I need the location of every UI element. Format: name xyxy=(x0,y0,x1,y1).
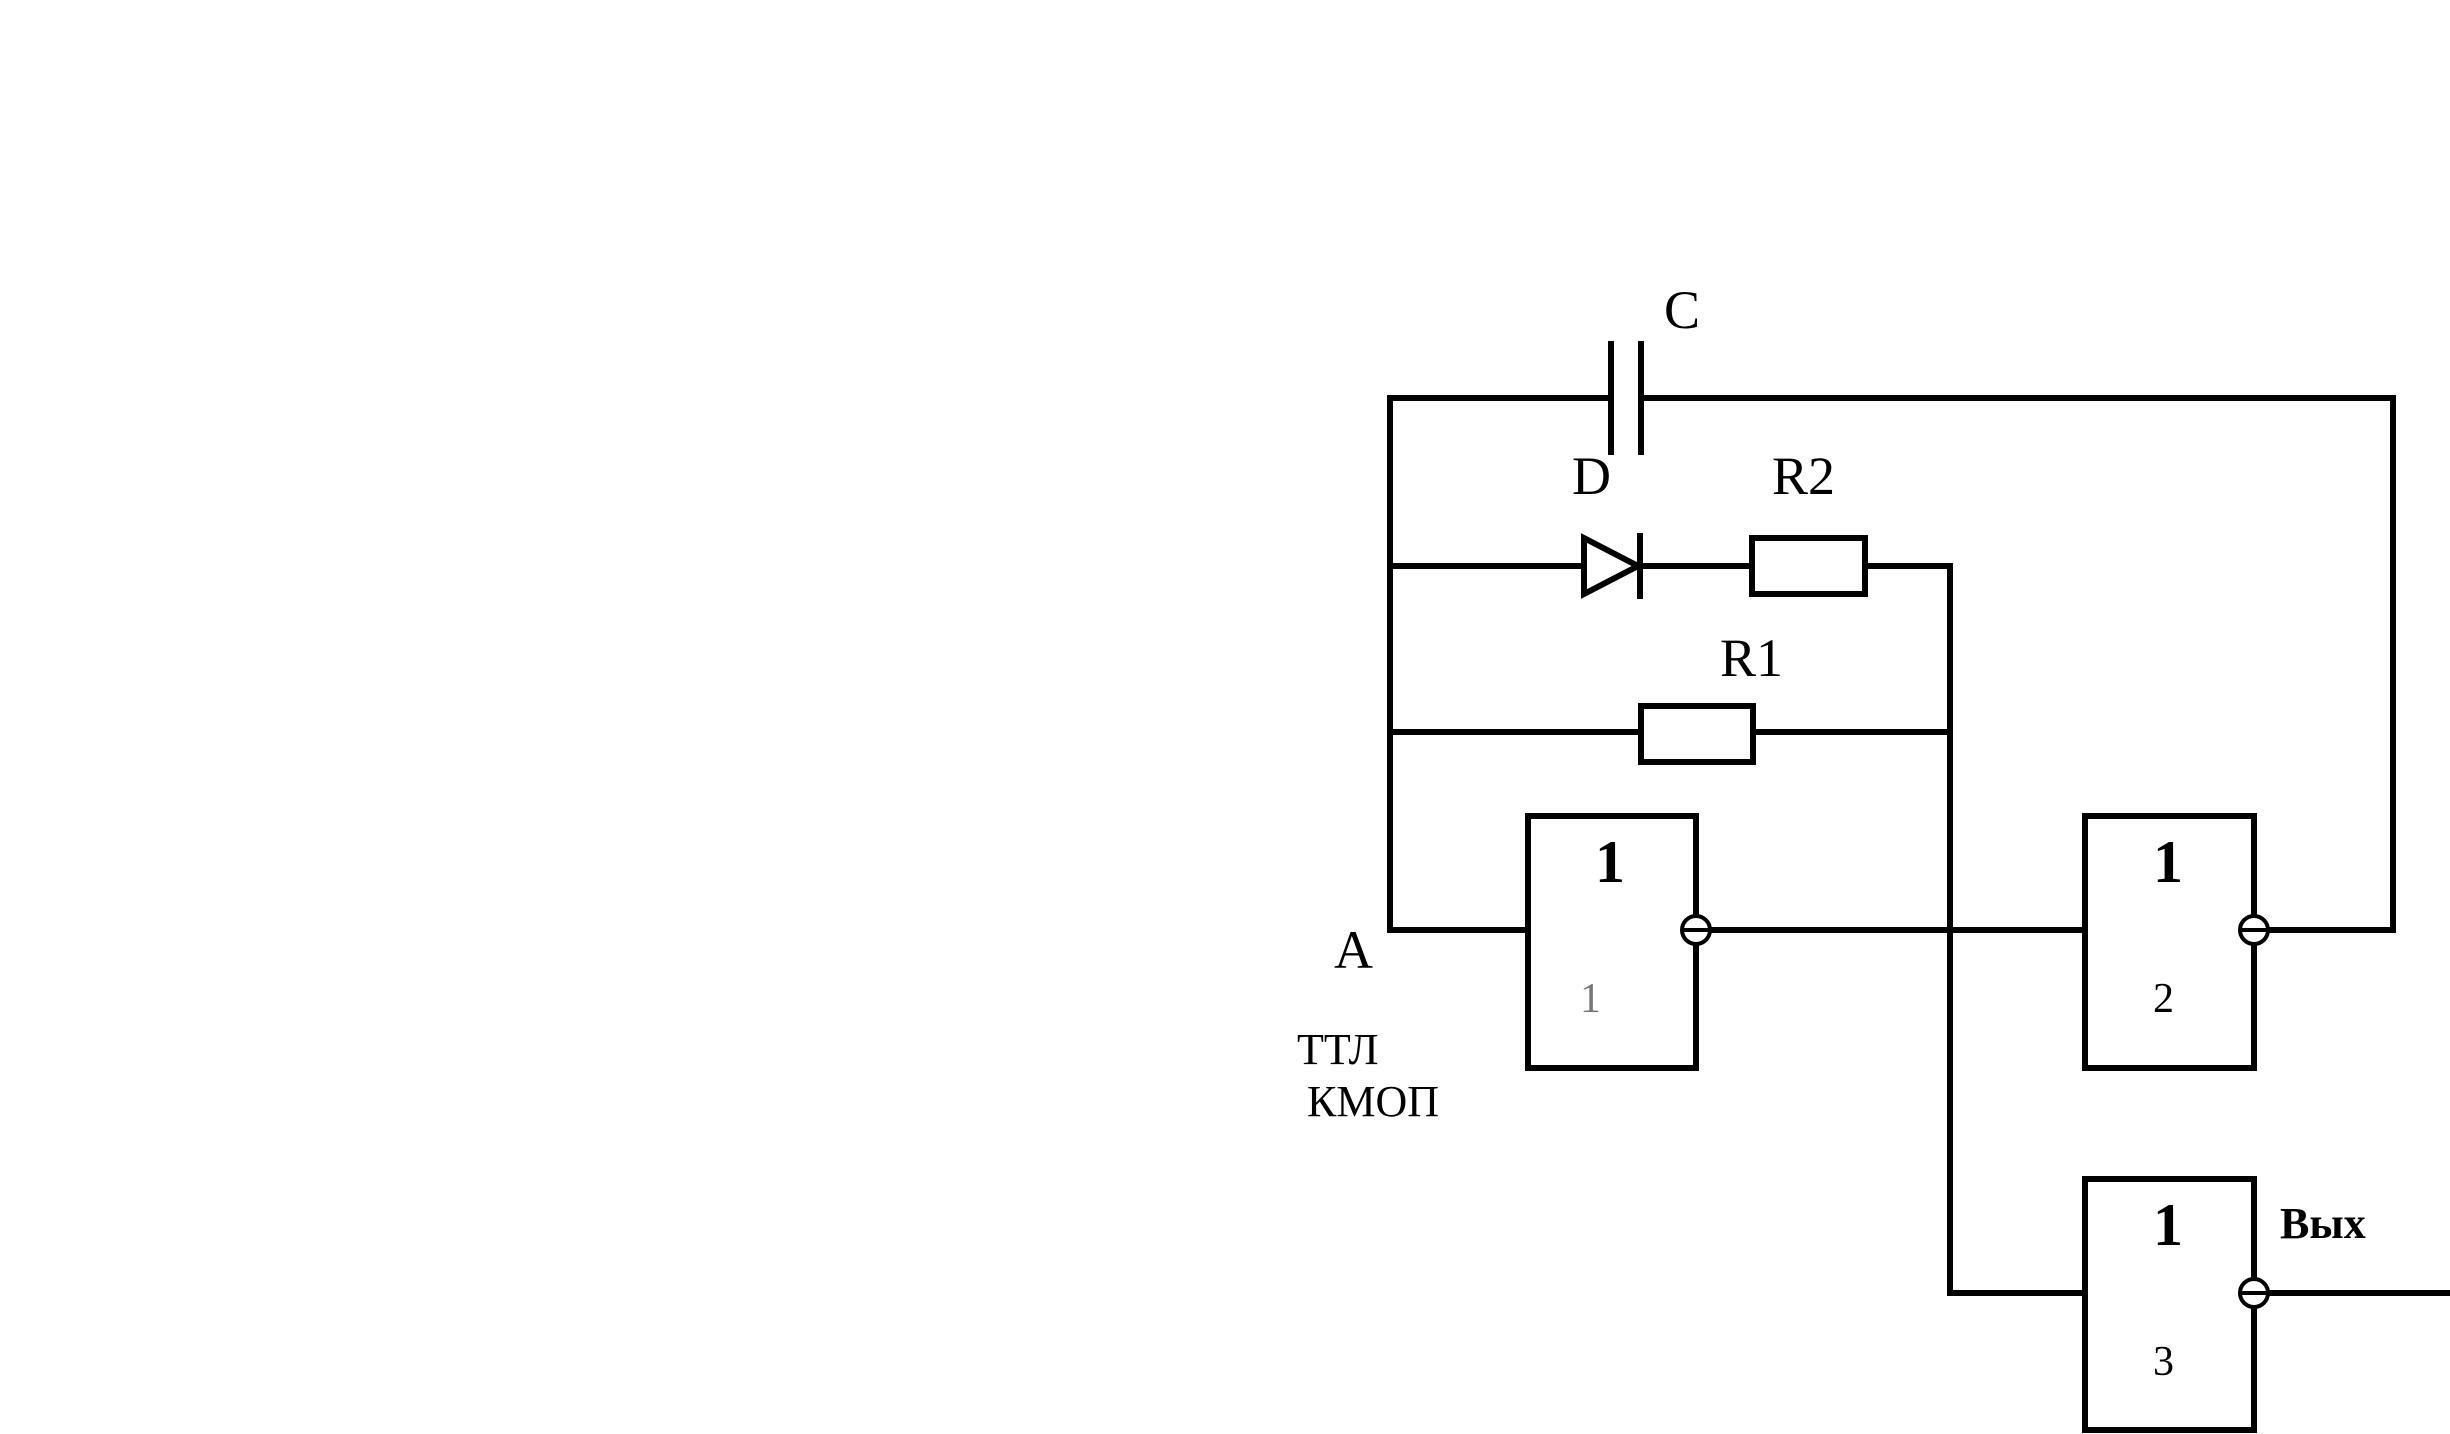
logic-family-ttl-label: ТТЛ xyxy=(1297,1025,1378,1074)
gate-1-number: 1 xyxy=(1580,976,1601,1022)
gate-2-body xyxy=(2082,813,2257,1071)
resistor-r2-body xyxy=(1749,535,1868,597)
gate-3-body xyxy=(2082,1176,2257,1433)
gate-3-number: 3 xyxy=(2153,1339,2174,1385)
node-a-label: A xyxy=(1334,920,1373,980)
diode-triangle xyxy=(1581,533,1645,599)
gate-2-symbol: 1 xyxy=(2153,829,2183,895)
gate-1-symbol: 1 xyxy=(1595,829,1625,895)
output-label: Вых xyxy=(2280,1199,2366,1248)
resistor-r1-label: R1 xyxy=(1720,628,1783,688)
capacitor-symbol xyxy=(1608,341,1644,455)
gate-1: 1 1 xyxy=(1525,813,1712,1071)
logic-family-cmos-label: КМОП xyxy=(1307,1077,1439,1126)
capacitor-label: C xyxy=(1664,280,1700,340)
gate-3: 1 3 xyxy=(2082,1176,2270,1433)
diode-symbol xyxy=(1581,533,1645,599)
gate-3-symbol: 1 xyxy=(2153,1192,2183,1258)
diode-label: D xyxy=(1572,446,1611,506)
wires xyxy=(1387,395,2450,1296)
resistor-r1-body xyxy=(1638,703,1756,765)
gate-2-number: 2 xyxy=(2153,976,2174,1022)
gate-2: 1 2 xyxy=(2082,813,2270,1071)
resistor-r2-label: R2 xyxy=(1772,446,1835,506)
